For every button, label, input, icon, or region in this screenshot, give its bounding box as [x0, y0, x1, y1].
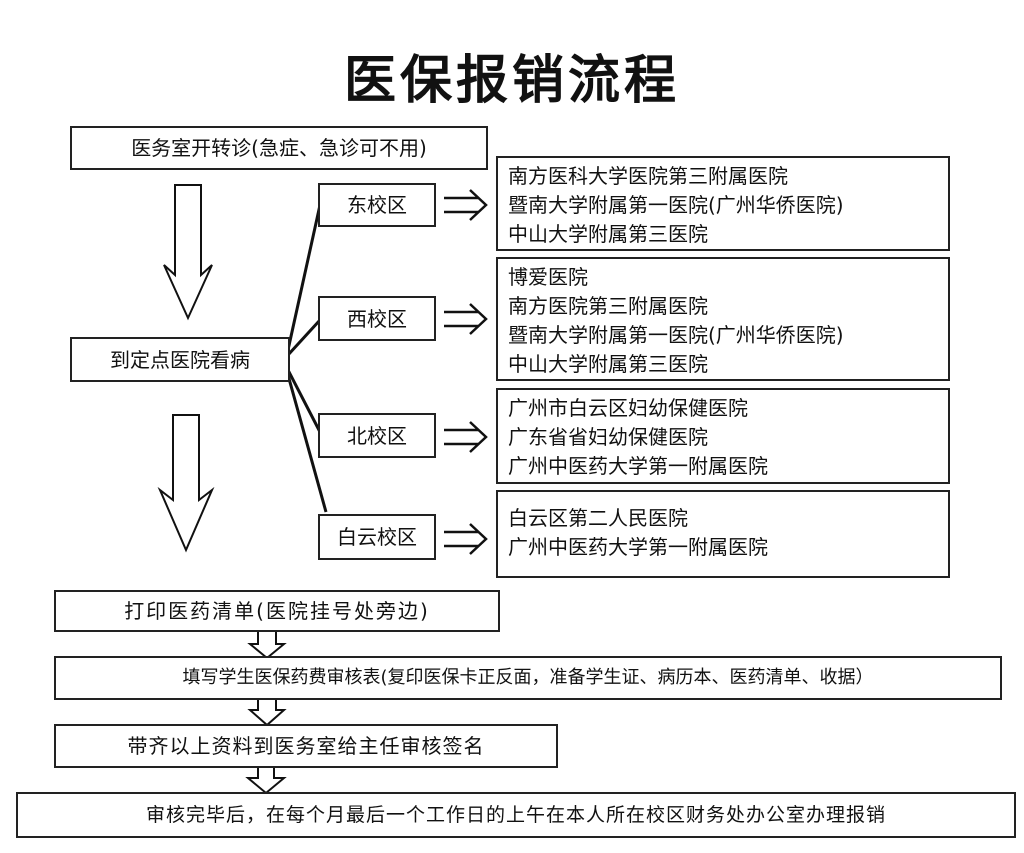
- small-down-arrow-icon: [247, 698, 287, 727]
- hospital-item: 南方医科大学医院第三附属医院: [508, 164, 788, 188]
- step-reimburse-text: 审核完毕后，在每个月最后一个工作日的上午在本人所在校区财务处办公室办理报销: [145, 803, 886, 826]
- campus-baiyun-box: 白云校区: [318, 514, 436, 560]
- double-right-arrow-icon: [444, 303, 488, 335]
- hospital-item: 中山大学附属第三医院: [508, 222, 708, 246]
- small-down-arrow-icon: [245, 766, 287, 795]
- step-sign-text: 带齐以上资料到医务室给主任审核签名: [127, 734, 485, 758]
- branch-line-north: [286, 369, 322, 433]
- hospital-item: 中山大学附属第三医院: [508, 352, 708, 376]
- hospital-list-baiyun: 白云区第二人民医院 广州中医药大学第一附属医院: [496, 490, 950, 578]
- hospital-item: 广州中医药大学第一附属医院: [508, 535, 768, 559]
- campus-label: 西校区: [347, 306, 407, 331]
- step-print-list-text: 打印医药清单(医院挂号处旁边): [124, 599, 430, 623]
- hospital-list-west: 博爱医院 南方医院第三附属医院 暨南大学附属第一医院(广州华侨医院) 中山大学附…: [496, 257, 950, 381]
- step-fill-form-box: 填写学生医保药费审核表(复印医保卡正反面，准备学生证、病历本、医药清单、收据）: [54, 656, 1002, 700]
- branch-line-east: [286, 204, 322, 351]
- step-print-list-box: 打印医药清单(医院挂号处旁边): [54, 590, 500, 632]
- campus-north-box: 北校区: [318, 413, 436, 458]
- hospital-item: 广州市白云区妇幼保健医院: [508, 396, 748, 420]
- double-right-arrow-icon: [444, 523, 488, 555]
- branch-line-west: [286, 318, 322, 357]
- campus-label: 白云校区: [337, 525, 417, 549]
- double-right-arrow-icon: [444, 421, 488, 453]
- hospital-item: 白云区第二人民医院: [508, 506, 688, 530]
- hospital-item: 暨南大学附属第一医院(广州华侨医院): [508, 193, 844, 217]
- step-referral-text: 医务室开转诊(急症、急诊可不用): [131, 136, 427, 160]
- campus-east-box: 东校区: [318, 183, 436, 227]
- campus-west-box: 西校区: [318, 296, 436, 341]
- double-right-arrow-icon: [444, 189, 488, 221]
- step-visit-hospital-text: 到定点医院看病: [110, 347, 250, 372]
- campus-label: 东校区: [347, 193, 407, 217]
- down-arrow-icon: [163, 184, 213, 321]
- step-reimburse-box: 审核完毕后，在每个月最后一个工作日的上午在本人所在校区财务处办公室办理报销: [16, 792, 1016, 838]
- hospital-item: 广州中医药大学第一附属医院: [508, 454, 768, 478]
- step-fill-form-text: 填写学生医保药费审核表(复印医保卡正反面，准备学生证、病历本、医药清单、收据）: [182, 667, 874, 689]
- down-arrow-icon: [157, 414, 215, 553]
- small-down-arrow-icon: [247, 630, 287, 660]
- campus-label: 北校区: [347, 423, 407, 448]
- hospital-item: 暨南大学附属第一医院(广州华侨医院): [508, 323, 844, 347]
- hospital-item: 广东省省妇幼保健医院: [508, 425, 708, 449]
- hospital-list-north: 广州市白云区妇幼保健医院 广东省省妇幼保健医院 广州中医药大学第一附属医院: [496, 388, 950, 484]
- hospital-item: 南方医院第三附属医院: [508, 294, 708, 318]
- step-referral-box: 医务室开转诊(急症、急诊可不用): [70, 126, 488, 170]
- page-title: 医保报销流程: [343, 51, 680, 111]
- step-visit-hospital-box: 到定点医院看病: [70, 337, 290, 382]
- branch-line-baiyun: [286, 374, 328, 513]
- hospital-item: 博爱医院: [508, 265, 588, 289]
- step-sign-box: 带齐以上资料到医务室给主任审核签名: [54, 724, 558, 768]
- hospital-list-east: 南方医科大学医院第三附属医院 暨南大学附属第一医院(广州华侨医院) 中山大学附属…: [496, 156, 950, 251]
